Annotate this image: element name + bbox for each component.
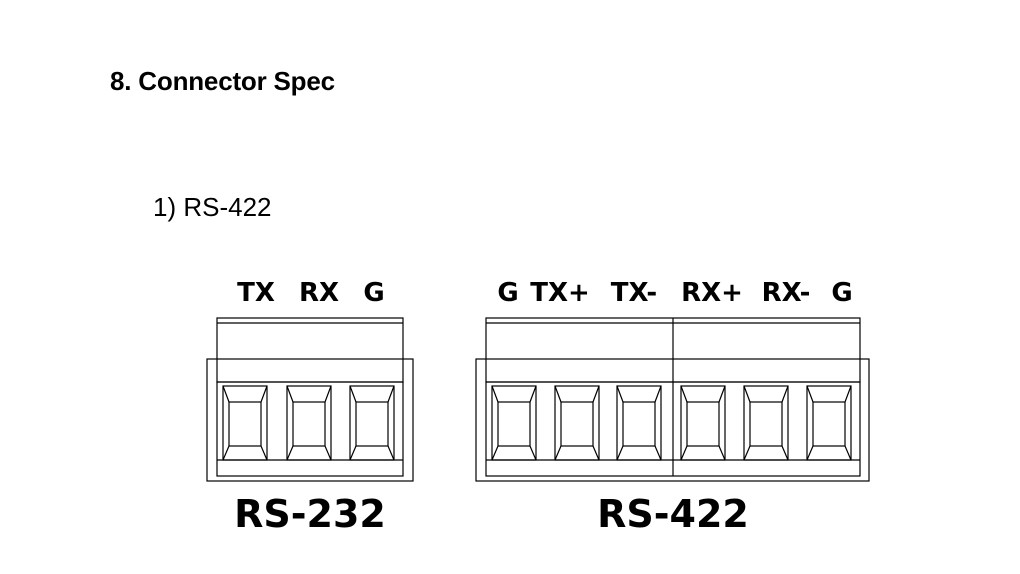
rs232-name: RS-232 — [234, 492, 386, 536]
rs422-pin-label-5: RX- — [762, 278, 811, 308]
rs422-terminal-2 — [554, 385, 600, 461]
rs232-connector — [206, 317, 414, 482]
rs232-terminal-1 — [222, 385, 268, 461]
subsection-heading: 1) RS-422 — [153, 192, 272, 222]
rs422-terminal-5 — [743, 385, 789, 461]
rs422-pin-label-4: RX+ — [681, 278, 743, 308]
rs422-pin-label-2: TX+ — [530, 278, 590, 308]
rs422-name: RS-422 — [597, 492, 749, 536]
rs232-top-block — [216, 317, 404, 383]
section-heading: 8. Connector Spec — [110, 66, 335, 96]
rs232-pin-label-3: G — [363, 278, 384, 308]
rs422-terminal-1 — [491, 385, 537, 461]
rs232-terminal-2 — [286, 385, 332, 461]
rs232-terminal-3 — [349, 385, 395, 461]
rs422-terminal-4 — [680, 385, 726, 461]
rs232-body — [216, 381, 404, 477]
rs232-pin-label-2: RX — [299, 278, 339, 308]
rs422-terminal-6 — [806, 385, 852, 461]
rs232-outer-frame — [206, 358, 414, 482]
rs422-pin-label-1: G — [497, 278, 518, 308]
rs422-terminal-3 — [616, 385, 662, 461]
rs232-pin-label-1: TX — [237, 278, 275, 308]
rs422-pin-label-6: G — [831, 278, 852, 308]
rs422-pin-label-3: TX- — [611, 278, 657, 308]
rs422-connector — [475, 317, 870, 482]
